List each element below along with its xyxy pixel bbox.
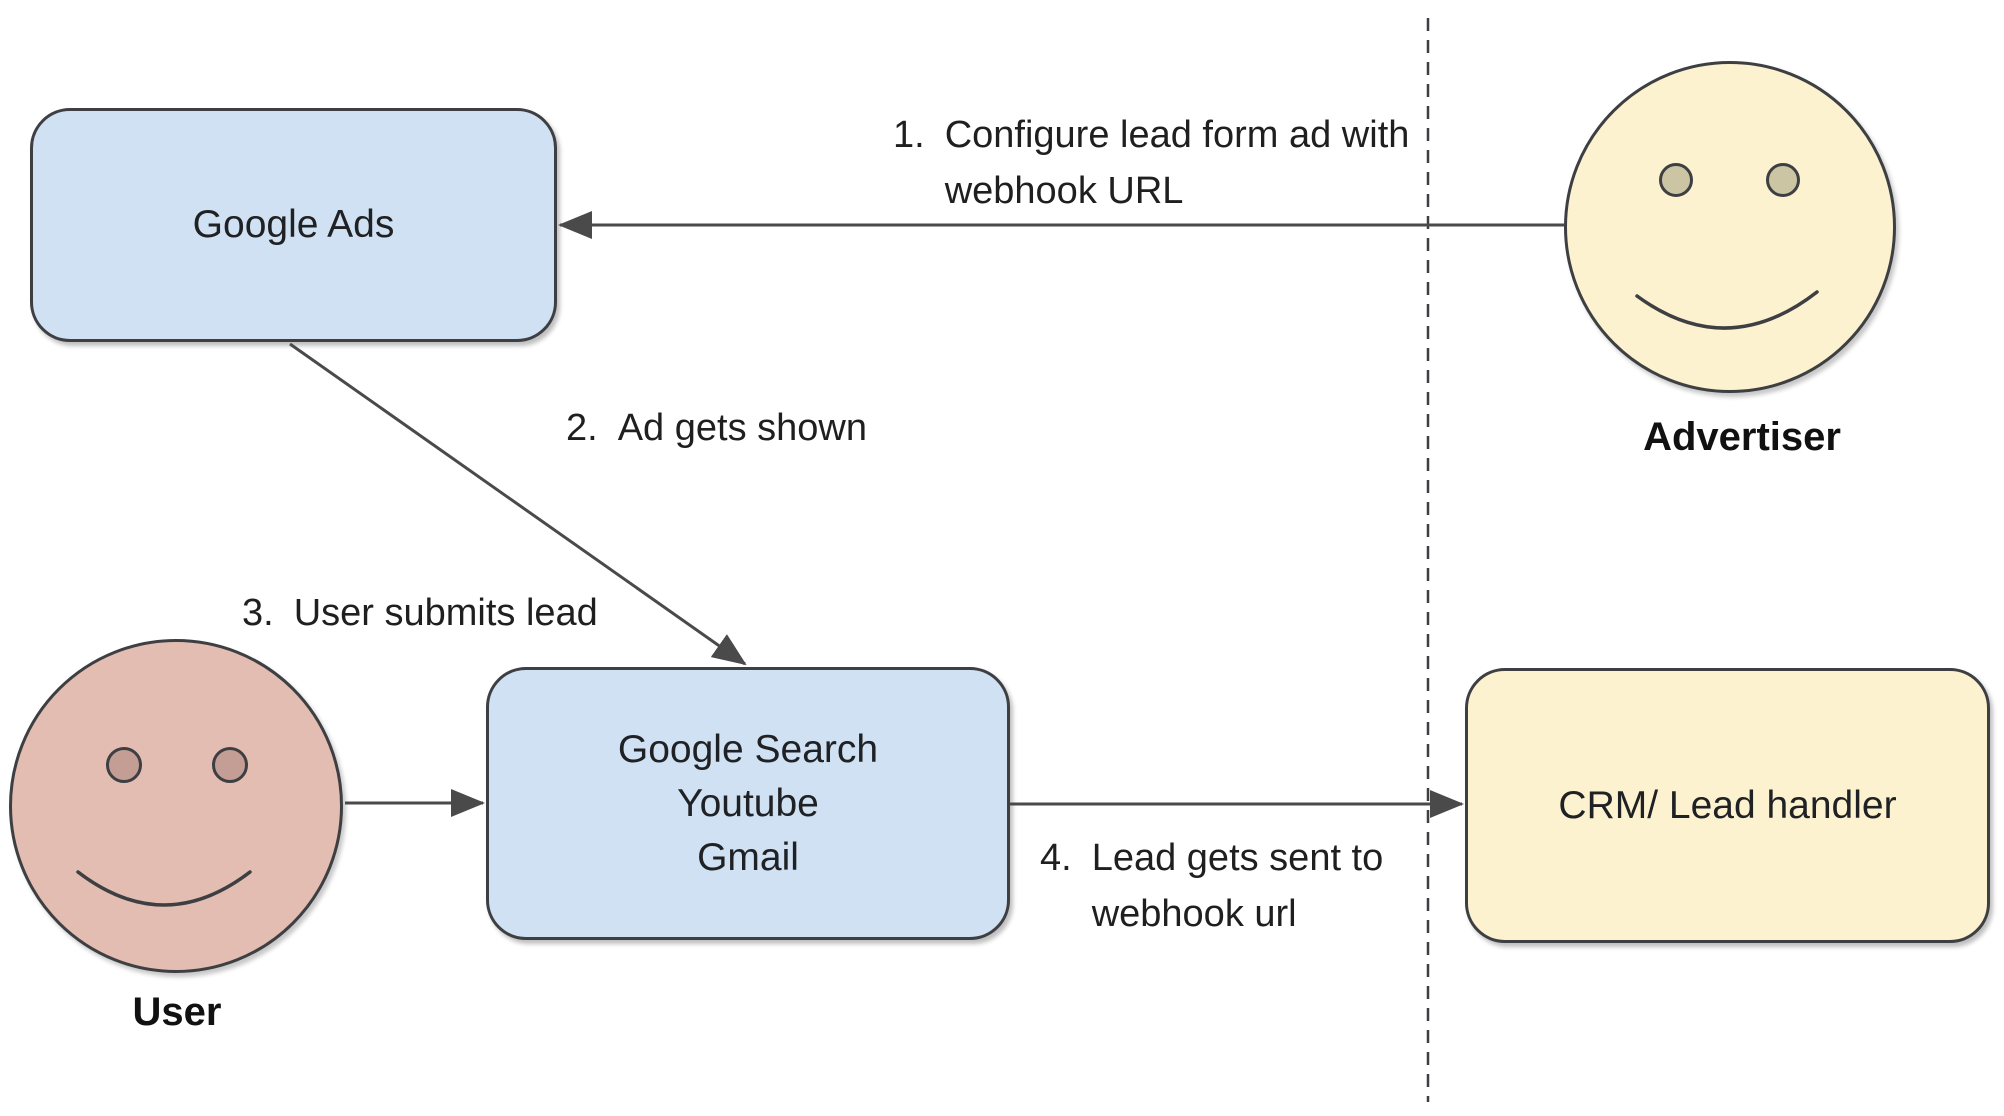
step-4-number: 4. [1040, 837, 1072, 879]
step-3-note: 3. User submits lead [242, 585, 598, 641]
advertiser-left-eye-icon [1659, 163, 1693, 197]
advertiser-label: Advertiser [1643, 415, 1841, 459]
user-left-eye-icon [106, 747, 142, 783]
advertiser-face-icon [1564, 61, 1896, 393]
step-2-number: 2. [566, 407, 598, 449]
advertiser-right-eye-icon [1766, 163, 1800, 197]
step-2-note: 2. Ad gets shown [566, 400, 867, 456]
google-ads-label: Google Ads [192, 203, 395, 246]
step-3-text: User submits lead [293, 592, 598, 634]
google-surfaces-node: Google Search Youtube Gmail [486, 667, 1010, 940]
step-3-number: 3. [242, 592, 274, 634]
surfaces-line-gmail: Gmail [697, 835, 799, 879]
surfaces-line-google-search: Google Search [617, 727, 879, 771]
surfaces-line-youtube: Youtube [677, 781, 819, 825]
user-face-icon [9, 639, 343, 973]
user-label: User [132, 990, 222, 1034]
google-ads-node: Google Ads [30, 108, 557, 342]
crm-label: CRM/ Lead handler [1558, 783, 1897, 827]
crm-lead-handler-node: CRM/ Lead handler [1465, 668, 1990, 943]
user-right-eye-icon [212, 747, 248, 783]
step-2-text: Ad gets shown [617, 407, 867, 449]
step-1-number: 1. [893, 114, 925, 156]
